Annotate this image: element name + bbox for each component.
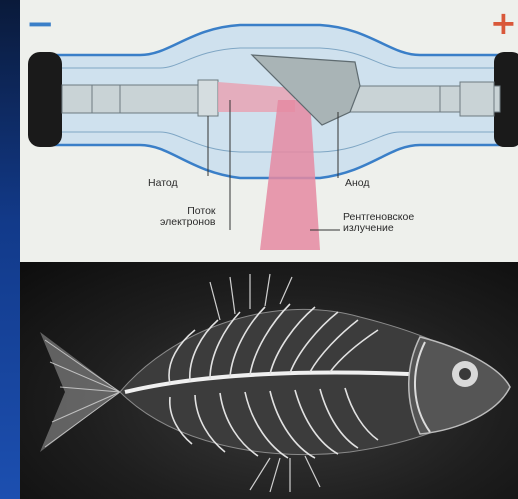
cathode-label: Натод bbox=[148, 178, 178, 189]
plus-sign: + bbox=[490, 4, 517, 42]
xray-label: Рентгеновское излучение bbox=[343, 212, 414, 234]
cathode-rod bbox=[62, 85, 212, 113]
xray-tube-diagram bbox=[20, 0, 518, 262]
cathode-cap bbox=[28, 52, 62, 147]
tail-fin bbox=[40, 332, 120, 452]
fish-skeleton-xray-photo bbox=[20, 262, 518, 499]
minus-sign: − bbox=[26, 4, 55, 44]
cathode bbox=[198, 80, 218, 116]
electron-flow-label: Поток электронов bbox=[160, 206, 216, 228]
anode-label: Анод bbox=[345, 178, 370, 189]
fish-skeleton bbox=[20, 262, 518, 499]
figure: − + Натод Анод Поток электронов Рентгено… bbox=[20, 0, 518, 499]
